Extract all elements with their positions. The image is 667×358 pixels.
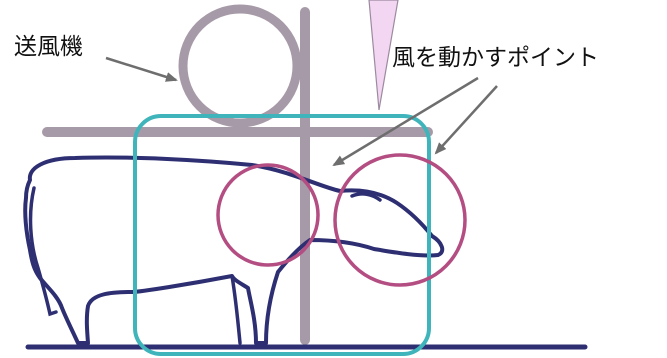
air-point-arrow-1: [332, 76, 479, 167]
air-point-circle-body: [216, 163, 320, 267]
cow-ear: [350, 192, 382, 202]
cow-leg-inner: [230, 274, 242, 345]
fan-arrow: [105, 56, 178, 82]
fan-icon: [178, 4, 302, 128]
stall-box: [133, 114, 431, 356]
cow-tail: [28, 186, 58, 317]
cow-outline: [23, 155, 445, 345]
air-points-label: 風を動かすポイント: [392, 45, 599, 71]
fan-label: 送風機: [14, 34, 83, 60]
air-flow-cone: [368, 0, 399, 111]
air-point-arrow-2: [434, 85, 498, 155]
air-point-circle-head: [333, 153, 467, 287]
